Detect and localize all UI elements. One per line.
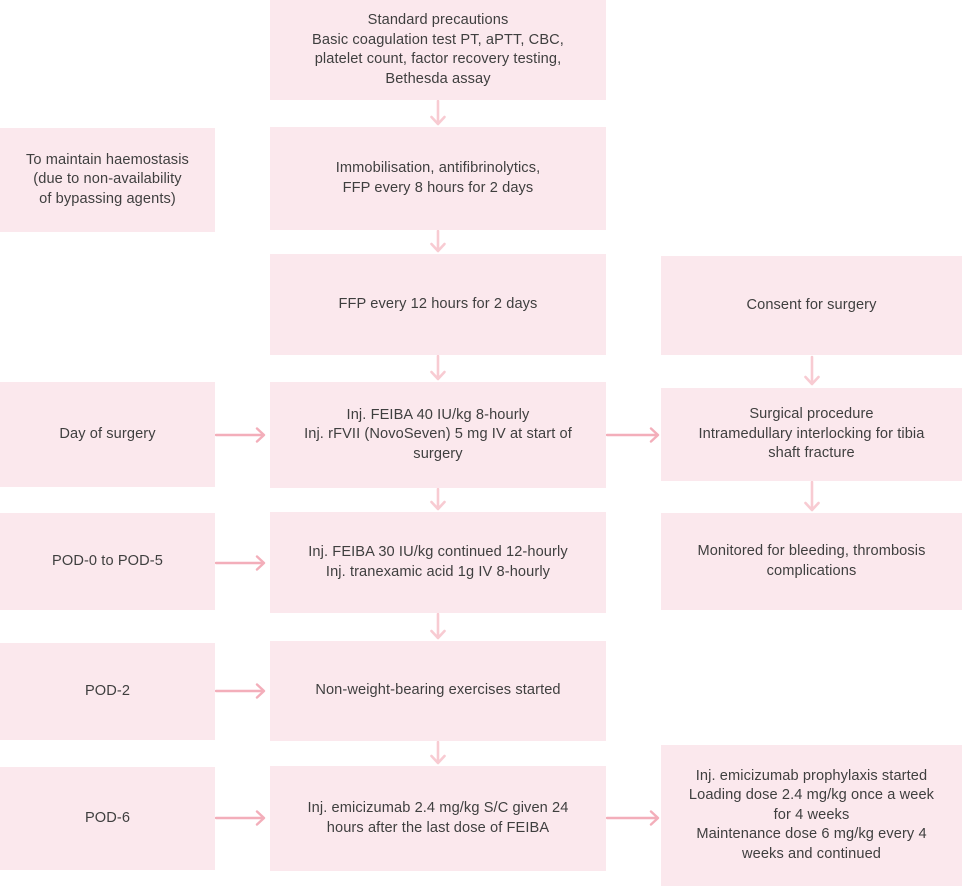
- arrow-feiba-40-to-surgical-procedure: [605, 427, 660, 443]
- node-maintain-haemostasis-label: To maintain haemostasis (due to non-avai…: [26, 151, 189, 207]
- node-consent-surgery-label: Consent for surgery: [746, 296, 877, 313]
- node-surgical-procedure-label: Surgical procedure Intramedullary interl…: [698, 406, 925, 462]
- node-pod-2-label: POD-2: [84, 682, 131, 699]
- arrow-non-weight-bearing-to-emicizumab-24h: [430, 740, 446, 765]
- node-ffp-12-hourly-label: FFP every 12 hours for 2 days: [338, 295, 538, 312]
- arrow-feiba-40-to-feiba-30: [430, 487, 446, 511]
- node-immobilisation-label: Immobilisation, antifibrinolytics, FFP e…: [335, 160, 541, 196]
- node-standard-precautions: Standard precautions Basic coagulation t…: [270, 0, 606, 100]
- node-emicizumab-24h-label: Inj. emicizumab 2.4 mg/kg S/C given 24 h…: [307, 800, 569, 836]
- node-non-weight-bearing-label: Non-weight-bearing exercises started: [315, 682, 561, 699]
- arrow-surgical-procedure-to-monitored: [804, 480, 820, 512]
- node-monitored-label: Monitored for bleeding, thrombosis compl…: [697, 543, 926, 579]
- node-pod-0-to-5-label: POD-0 to POD-5: [52, 552, 163, 569]
- node-non-weight-bearing: Non-weight-bearing exercises started: [270, 641, 606, 741]
- node-day-of-surgery: Day of surgery: [0, 382, 215, 487]
- node-feiba-40: Inj. FEIBA 40 IU/kg 8-hourly Inj. rFVII …: [270, 382, 606, 488]
- arrow-standard-precautions-to-immobilisation: [430, 99, 446, 126]
- arrow-day-of-surgery-to-feiba-40: [214, 427, 266, 443]
- node-feiba-30: Inj. FEIBA 30 IU/kg continued 12-hourly …: [270, 512, 606, 613]
- arrow-immobilisation-to-ffp-12-hourly: [430, 229, 446, 253]
- node-immobilisation: Immobilisation, antifibrinolytics, FFP e…: [270, 127, 606, 230]
- node-day-of-surgery-label: Day of surgery: [59, 425, 156, 442]
- node-standard-precautions-label: Standard precautions Basic coagulation t…: [312, 12, 564, 87]
- arrow-pod-0-to-5-to-feiba-30: [214, 555, 266, 571]
- arrow-pod-2-to-non-weight-bearing: [214, 683, 266, 699]
- arrow-pod-6-to-emicizumab-24h: [214, 810, 266, 826]
- arrow-emicizumab-24h-to-emicizumab-prophylaxis: [605, 810, 660, 826]
- node-feiba-40-label: Inj. FEIBA 40 IU/kg 8-hourly Inj. rFVII …: [304, 406, 572, 462]
- node-maintain-haemostasis: To maintain haemostasis (due to non-avai…: [0, 128, 215, 232]
- node-monitored: Monitored for bleeding, thrombosis compl…: [661, 513, 962, 610]
- node-feiba-30-label: Inj. FEIBA 30 IU/kg continued 12-hourly …: [308, 544, 568, 580]
- arrow-consent-surgery-to-surgical-procedure: [804, 355, 820, 386]
- arrow-ffp-12-hourly-to-feiba-40: [430, 354, 446, 381]
- node-surgical-procedure: Surgical procedure Intramedullary interl…: [661, 388, 962, 481]
- node-pod-0-to-5: POD-0 to POD-5: [0, 513, 215, 610]
- node-emicizumab-24h: Inj. emicizumab 2.4 mg/kg S/C given 24 h…: [270, 766, 606, 871]
- node-emicizumab-prophylaxis-label: Inj. emicizumab prophylaxis started Load…: [688, 767, 935, 862]
- node-consent-surgery: Consent for surgery: [661, 256, 962, 355]
- node-pod-6: POD-6: [0, 767, 215, 870]
- node-pod-2: POD-2: [0, 643, 215, 740]
- node-ffp-12-hourly: FFP every 12 hours for 2 days: [270, 254, 606, 355]
- node-pod-6-label: POD-6: [84, 809, 131, 826]
- node-emicizumab-prophylaxis: Inj. emicizumab prophylaxis started Load…: [661, 745, 962, 886]
- arrow-feiba-30-to-non-weight-bearing: [430, 612, 446, 640]
